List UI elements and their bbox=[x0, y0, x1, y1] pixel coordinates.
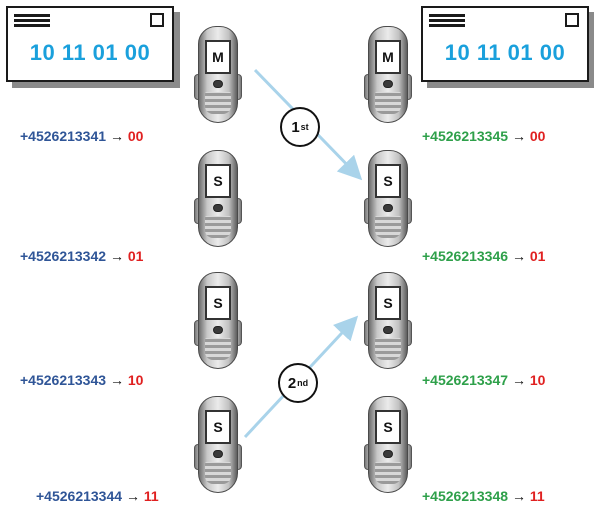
right-phone-1: M bbox=[364, 26, 412, 123]
phone-number: +4526213345 bbox=[422, 128, 509, 144]
right-arrow-icon: → bbox=[511, 248, 526, 264]
bit-pair: 10 bbox=[529, 372, 546, 388]
step-number: 2 bbox=[287, 374, 297, 392]
phone-number: +4526213344 bbox=[36, 488, 123, 504]
stamp-box-icon bbox=[565, 13, 579, 27]
phone-role: M bbox=[205, 40, 231, 74]
phone-role: S bbox=[205, 286, 231, 320]
right-arrow-icon: → bbox=[125, 488, 140, 504]
right-number-label-1: +4526213345 → 00 bbox=[422, 128, 545, 144]
left-phone-1: M bbox=[194, 26, 242, 123]
bit-pair: 11 bbox=[529, 488, 545, 504]
left-number-label-4: +4526213344 → 11 bbox=[36, 488, 159, 504]
envelope-lines-icon bbox=[429, 14, 465, 29]
left-number-label-3: +4526213343 → 10 bbox=[20, 372, 143, 388]
left-phone-3: S bbox=[194, 272, 242, 369]
right-arrow-icon: → bbox=[109, 128, 124, 144]
left-phone-4: S bbox=[194, 396, 242, 493]
phone-role: S bbox=[375, 286, 401, 320]
bit-pair: 01 bbox=[529, 248, 546, 264]
phone-number: +4526213343 bbox=[20, 372, 107, 388]
right-arrow-icon: → bbox=[511, 372, 526, 388]
right-envelope: 10 11 01 00 bbox=[421, 6, 589, 82]
right-arrow-icon: → bbox=[511, 488, 526, 504]
left-number-label-1: +4526213341 → 00 bbox=[20, 128, 143, 144]
bit-pair: 00 bbox=[127, 128, 144, 144]
left-number-label-2: +4526213342 → 01 bbox=[20, 248, 143, 264]
phone-role: S bbox=[375, 164, 401, 198]
right-arrow-icon: → bbox=[109, 372, 124, 388]
right-phone-4: S bbox=[364, 396, 412, 493]
bit-pair: 10 bbox=[127, 372, 144, 388]
step-suffix: st bbox=[300, 122, 309, 132]
step-number: 1 bbox=[291, 118, 300, 136]
phone-number: +4526213348 bbox=[422, 488, 509, 504]
right-number-label-3: +4526213347 → 10 bbox=[422, 372, 545, 388]
phone-role: M bbox=[375, 40, 401, 74]
phone-number: +4526213341 bbox=[20, 128, 107, 144]
step-suffix: nd bbox=[297, 378, 309, 388]
right-phone-3: S bbox=[364, 272, 412, 369]
right-arrow-icon: → bbox=[109, 248, 124, 264]
stamp-box-icon bbox=[150, 13, 164, 27]
envelope-code: 10 11 01 00 bbox=[444, 40, 566, 65]
bit-pair: 01 bbox=[127, 248, 144, 264]
right-phone-2: S bbox=[364, 150, 412, 247]
phone-number: +4526213347 bbox=[422, 372, 509, 388]
envelope-lines-icon bbox=[14, 14, 50, 29]
left-phone-2: S bbox=[194, 150, 242, 247]
right-arrow-icon: → bbox=[511, 128, 526, 144]
phone-number: +4526213342 bbox=[20, 248, 107, 264]
bit-pair: 11 bbox=[143, 488, 159, 504]
bit-pair: 00 bbox=[529, 128, 546, 144]
left-envelope: 10 11 01 00 bbox=[6, 6, 174, 82]
phone-role: S bbox=[205, 164, 231, 198]
phone-number: +4526213346 bbox=[422, 248, 509, 264]
right-number-label-2: +4526213346 → 01 bbox=[422, 248, 545, 264]
right-number-label-4: +4526213348 → 11 bbox=[422, 488, 545, 504]
envelope-code: 10 11 01 00 bbox=[29, 40, 151, 65]
phone-role: S bbox=[205, 410, 231, 444]
phone-role: S bbox=[375, 410, 401, 444]
